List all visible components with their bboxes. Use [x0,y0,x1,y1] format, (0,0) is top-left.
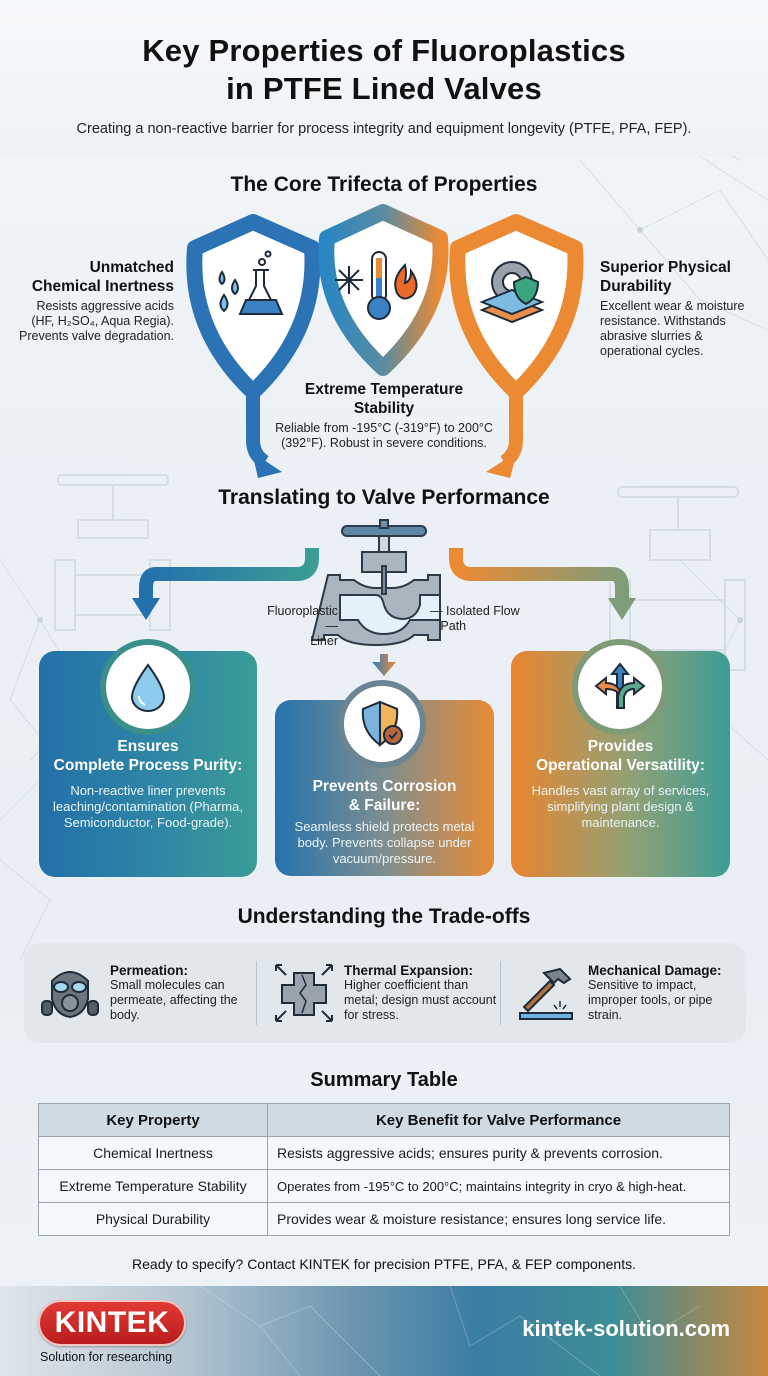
footer-network-pattern [199,1286,701,1376]
flow-label-line: Path [440,619,467,633]
property-title: Extreme Temperature [304,381,464,398]
header: Key Properties of Fluoroplastics in PTFE… [0,0,768,156]
gas-mask-icon [41,971,99,1019]
gear-shield-layers-icon [479,261,545,324]
arrow-to-versatility [449,548,629,600]
thermometer-snowflake-flame-icon [335,251,418,320]
card-title: Ensures [117,738,179,755]
table-cell: Physical Durability [38,1202,268,1236]
table-cell: Operates from -195°C to 200°C; maintains… [267,1169,730,1203]
website-link[interactable]: kintek-solution.com [522,1316,730,1341]
liner-label-line: Liner [310,634,338,648]
card-title: Provides [587,738,654,755]
table-row: Physical Durability Provides wear & mois… [38,1202,730,1236]
card-corrosion-failure: Prevents Corrosion & Failure: Seamless sh… [275,680,494,876]
tradeoffs-panel: Permeation: Small molecules can permeate… [24,943,746,1043]
page-title: Key Properties of Fluoroplastics in PTFE… [0,32,768,108]
divider [256,961,257,1025]
hammer-icon [519,967,573,1020]
tradeoff-title: Thermal Expansion: [344,963,474,978]
valve-cross-section-icon [310,519,441,647]
table-cell: Chemical Inertness [38,1136,268,1170]
footer: KINTEK Solution for researching kintek-s… [0,1286,768,1376]
valve-label-flow-path: — Isolated Flow Path [430,604,520,633]
card-body: Prevents Corrosion & Failure: Seamless sh… [275,777,494,867]
tradeoff-thermal-expansion: Thermal Expansion: Higher coefficient th… [272,943,504,1043]
shield-check-icon [361,700,403,747]
property-title: Chemical Inertness [31,278,174,295]
title-line-1: Key Properties of Fluoroplastics [142,33,626,68]
trifecta-shields-diagram [186,204,584,478]
badge [572,639,668,735]
tradeoff-title: Mechanical Damage: [588,963,722,978]
expansion-crack-icon [275,964,333,1022]
tradeoff-description: Higher coefficient than metal; design mu… [344,978,497,1022]
split-arrows-icon [594,662,646,709]
trifecta-section-title: The Core Trifecta of Properties [230,173,538,196]
valve-diagram [132,519,636,676]
property-description: Excellent wear & moisture resistance. Wi… [600,299,745,358]
summary-table: Key Property Key Benefit for Valve Perfo… [38,1103,730,1236]
tradeoff-description: Sensitive to impact, improper tools, or … [588,978,713,1022]
valve-label-liner: Fluoroplastic —Liner [267,604,338,648]
performance-section-title: Translating to Valve Performance [218,486,550,509]
table-row: Extreme Temperature Stability Operates f… [38,1169,730,1203]
tradeoffs-section-title: Understanding the Trade-offs [237,905,531,928]
property-title: Superior Physical [600,259,731,276]
table-header-row: Key Property Key Benefit for Valve Perfo… [38,1103,730,1137]
property-title: Unmatched [89,259,174,276]
water-drop-icon [130,663,166,712]
table-cell: Extreme Temperature Stability [38,1169,268,1203]
column-header: Key Benefit for Valve Performance [267,1103,730,1137]
arrow-to-purity [139,548,319,600]
page-subtitle: Creating a non-reactive barrier for proc… [76,121,692,137]
card-title: Prevents Corrosion [312,778,457,795]
badge [100,639,196,735]
property-description: Resists aggressive acids (HF, H₂SO₄, Aqu… [19,299,174,343]
property-description: Reliable from -195°C (-319°F) to 200°C (… [275,421,493,450]
card-title: & Failure: [348,797,421,814]
tradeoff-permeation: Permeation: Small molecules can permeate… [38,943,258,1043]
arrow-to-corrosion [372,654,396,676]
badge [338,680,426,768]
card-description: Non-reactive liner prevents leaching/con… [52,783,244,830]
card-title: Complete Process Purity: [53,757,243,774]
card-description: Handles vast array of services, simplify… [531,783,710,830]
call-to-action: Ready to specify? Contact KINTEK for pre… [132,1256,636,1272]
title-line-2: in PTFE Lined Valves [226,71,542,106]
divider [500,961,501,1025]
table-cell: Provides wear & moisture resistance; ens… [267,1202,730,1236]
logo-tagline: Solution for researching [40,1350,173,1364]
tradeoff-mechanical-damage: Mechanical Damage: Sensitive to impact, … [516,943,744,1043]
tradeoff-title: Permeation: [110,963,189,978]
property-title: Stability [353,400,415,417]
table-row: Chemical Inertness Resists aggressive ac… [38,1136,730,1170]
property-title: Durability [600,278,672,295]
card-title: Operational Versatility: [536,757,705,774]
tradeoff-description: Small molecules can permeate, affecting … [110,978,238,1022]
column-header: Key Property [38,1103,268,1137]
liner-label-line: Fluoroplastic [267,604,338,618]
card-description: Seamless shield protects metal body. Pre… [294,819,475,866]
table-cell: Resists aggressive acids; ensures purity… [267,1136,730,1170]
flask-droplets-icon [218,250,284,315]
flow-label-line: Isolated Flow [445,604,520,618]
kintek-logo[interactable]: KINTEK [38,1300,186,1346]
summary-table-title: Summary Table [310,1069,458,1091]
